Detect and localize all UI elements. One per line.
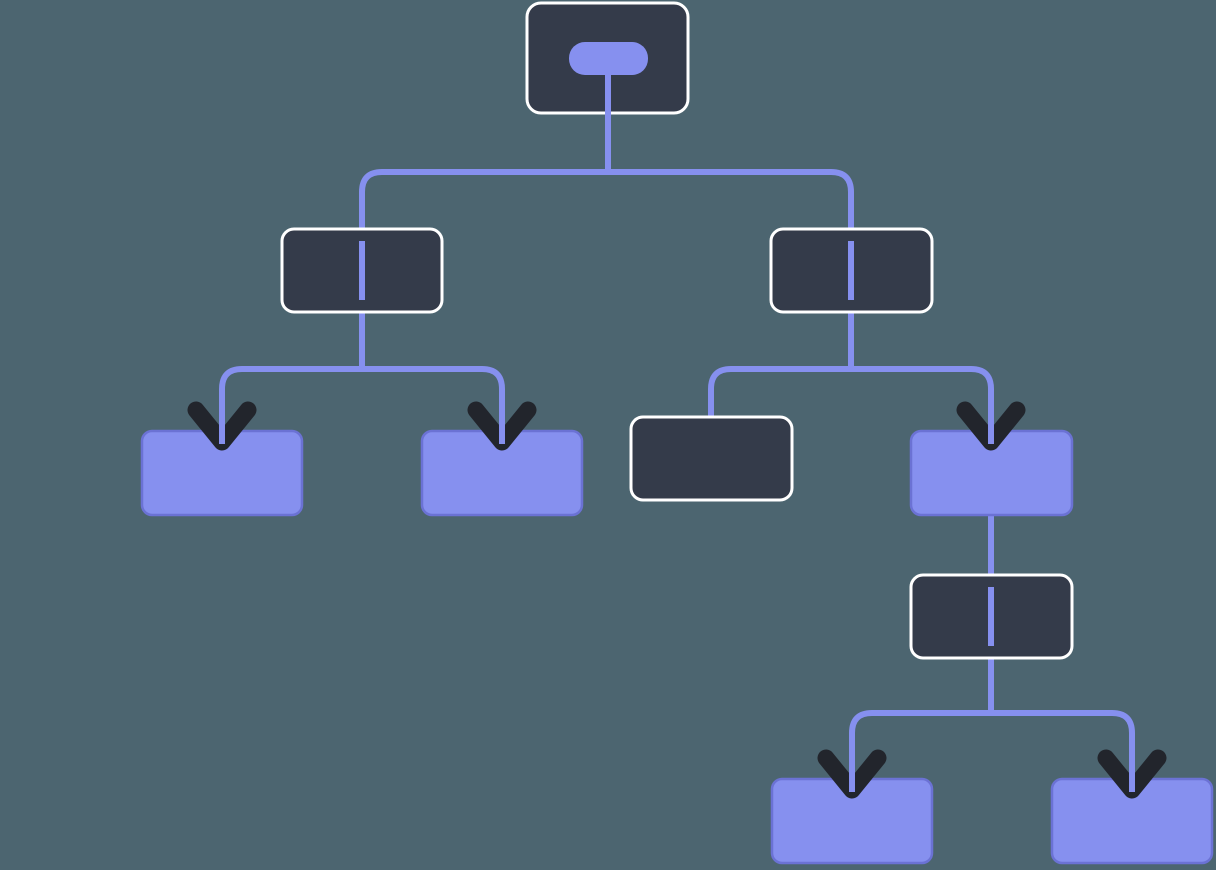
edge-n-right-1-to-n-dark-leaf	[708, 312, 854, 417]
edge-root-to-n-right-1	[605, 113, 854, 229]
edge-n-left-1-to-leaf-1	[219, 312, 365, 431]
edge-n-left-1-to-leaf-2	[359, 312, 505, 431]
node-body[interactable]	[629, 415, 794, 502]
node-n-dark-leaf[interactable]	[629, 415, 794, 502]
arrow-line-layer	[219, 398, 1135, 792]
node-root[interactable]	[525, 1, 690, 115]
node-pill-badge	[569, 42, 648, 75]
edge-layer	[219, 113, 1135, 779]
edge-n-right-3-to-leaf-3	[849, 658, 994, 779]
edge-n-right-1-to-n-right-2	[848, 312, 994, 431]
node-layer	[140, 1, 1214, 865]
edge-n-right-3-to-leaf-4	[988, 658, 1135, 779]
node-stem-layer	[359, 73, 994, 646]
edge-root-to-n-left-1	[359, 113, 612, 229]
